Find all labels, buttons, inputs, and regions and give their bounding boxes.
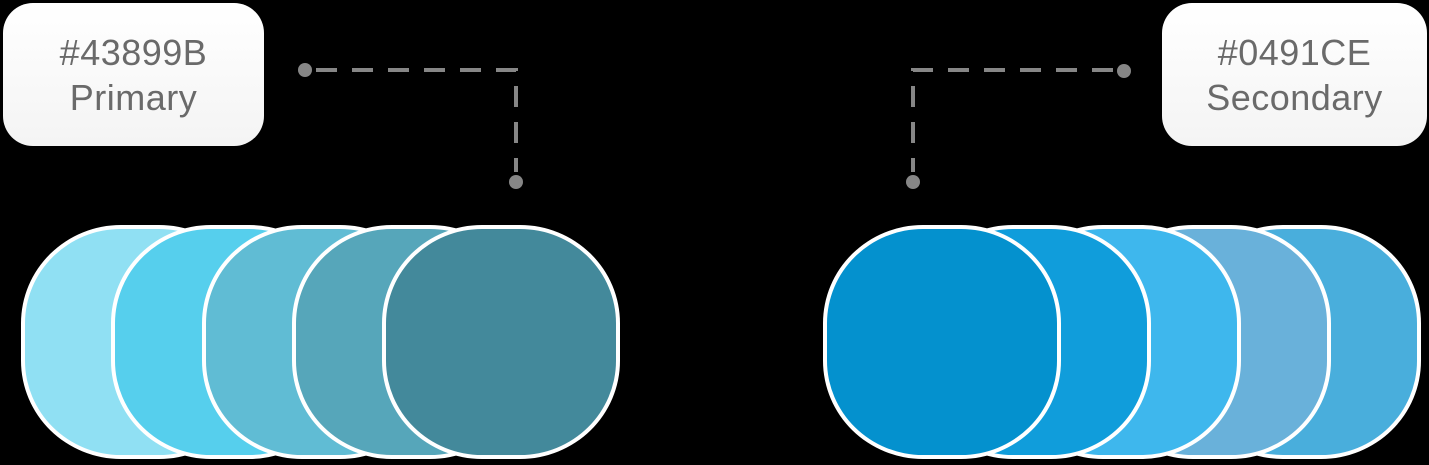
connector-dot-icon (298, 63, 312, 77)
primary-swatch-group (21, 225, 621, 459)
dashed-elbow-line (911, 68, 1113, 172)
secondary-swatch-group (823, 225, 1421, 459)
connector-dot-icon (509, 175, 523, 189)
secondary-connector (906, 64, 1131, 189)
secondary-label-card: #0491CE Secondary (1162, 3, 1427, 146)
secondary-hex-label: #0491CE (1217, 31, 1372, 73)
color-swatch (382, 225, 620, 459)
primary-hex-label: #43899B (59, 31, 208, 73)
primary-name-label: Primary (69, 76, 198, 118)
primary-connector (298, 63, 523, 189)
connector-dot-icon (1117, 64, 1131, 78)
primary-label-card: #43899B Primary (3, 3, 264, 146)
dashed-elbow-line (316, 68, 518, 172)
color-swatch (823, 225, 1061, 459)
connector-dot-icon (906, 175, 920, 189)
secondary-name-label: Secondary (1206, 76, 1383, 118)
